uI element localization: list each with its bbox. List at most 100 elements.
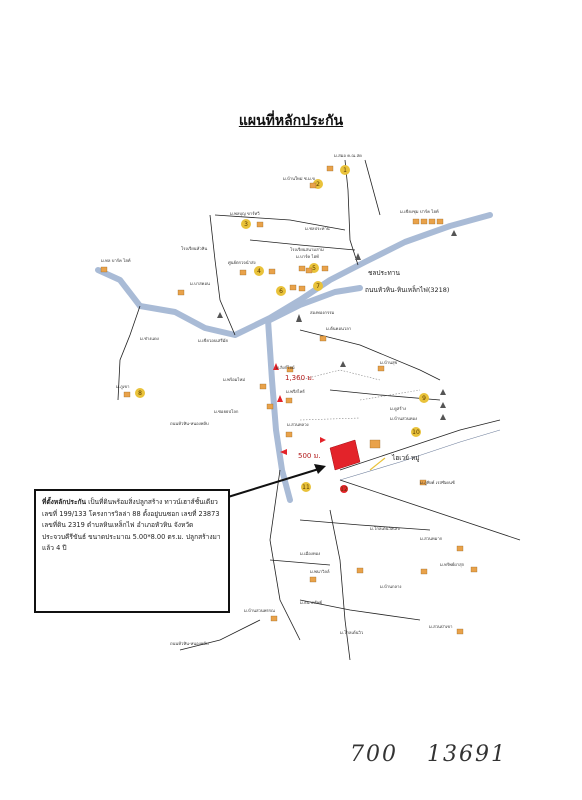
svg-text:ถนนหัวหิน-หนองพลับ: ถนนหัวหิน-หนองพลับ	[170, 421, 209, 426]
main-road-east	[137, 212, 493, 338]
svg-text:ม.พร้อมไหม่: ม.พร้อมไหม่	[223, 376, 245, 382]
svg-text:9: 9	[422, 395, 426, 402]
svg-text:โรงเรียนสนามสาม: โรงเรียนสนามสาม	[290, 247, 324, 252]
svg-text:ม.พนาวิลล์: ม.พนาวิลล์	[310, 569, 330, 574]
svg-text:ม.ทล บาร์ค ไฮท์: ม.ทล บาร์ค ไฮท์	[101, 257, 131, 263]
road-south-2	[329, 509, 351, 661]
road-southeast	[339, 479, 521, 541]
route-marker	[369, 457, 386, 471]
callout-arrow	[227, 467, 323, 498]
svg-text:ม.ซอยธปโลก: ม.ซอยธปโลก	[214, 409, 239, 414]
poi-marker-6: 6	[276, 286, 286, 296]
svg-text:11: 11	[302, 484, 310, 491]
road-south-3	[299, 519, 431, 531]
distance-arrow-down	[277, 395, 283, 402]
distance-arrow-up	[273, 363, 279, 370]
handwritten-left: 700	[350, 742, 398, 767]
poi-marker-12: 12	[340, 485, 348, 493]
svg-text:ม.ดูสร้าง: ม.ดูสร้าง	[390, 406, 406, 412]
svg-text:ม.บ้านใหม่ ซ.ม.ข: ม.บ้านใหม่ ซ.ม.ข	[283, 175, 315, 181]
main-road-west	[95, 267, 143, 309]
svg-text:ถนนหัวหิน-หนองพลับ: ถนนหัวหิน-หนองพลับ	[170, 641, 209, 646]
poi-marker-10: 10	[411, 427, 421, 437]
distance-label-1360: 1,360 ม.	[285, 374, 314, 382]
boundary-north	[364, 159, 381, 216]
svg-text:ม.บ้านสวนทอง: ม.บ้านสวนทอง	[390, 416, 417, 421]
poi-marker-9: 9	[419, 393, 429, 403]
temple-icon-cluster	[217, 230, 457, 420]
svg-text:ศูนย์ตรวจนำส่ง: ศูนย์ตรวจนำส่ง	[228, 260, 256, 266]
road-east-long	[339, 419, 501, 471]
distance-label-500: 500 ม.	[298, 452, 320, 460]
callout-heading: ที่ตั้งหลักประกัน	[42, 498, 86, 506]
road-north-2	[209, 214, 236, 336]
road-north-3	[214, 214, 346, 231]
svg-text:ม.ภูเขา: ม.ภูเขา	[116, 384, 130, 390]
road-north-1	[344, 159, 359, 266]
road-3218	[267, 285, 363, 323]
svg-text:12: 12	[340, 486, 348, 493]
secondary-road	[265, 317, 293, 503]
road-label-3218: ถนนหัวหิน-หินเหล็กไฟ(3218)	[365, 285, 449, 294]
road-east-1	[299, 329, 441, 381]
svg-text:ม.โกลเด้นวิลเลจ: ม.โกลเด้นวิลเลจ	[370, 526, 400, 531]
svg-text:สองทองกรรม: สองทองกรรม	[310, 310, 334, 315]
road-north-4	[249, 239, 356, 251]
svg-text:ม.เขียวอบเสรีมัย: ม.เขียวอบเสรีมัย	[198, 338, 228, 343]
poi-marker-3: 3	[241, 219, 251, 229]
distance-arrow-right	[320, 437, 326, 443]
local-road-dotted-2	[299, 417, 361, 421]
svg-text:ม.สมอ ค.ณ.สด: ม.สมอ ค.ณ.สด	[334, 153, 362, 158]
svg-text:โรงเรียนหัวหิน: โรงเรียนหัวหิน	[181, 246, 207, 251]
handwritten-right: 13691	[427, 742, 507, 767]
svg-text:ม.โกลเด้นวิว: ม.โกลเด้นวิว	[340, 630, 364, 635]
svg-text:6: 6	[279, 288, 283, 295]
point-label: ไฮเวย์ หมู่	[391, 454, 420, 462]
collateral-callout-box: ที่ตั้งหลักประกัน เป็นที่ดินพร้อมสิ่งปลู…	[34, 489, 230, 613]
svg-text:ม.บ้านสวนพรรณ: ม.บ้านสวนพรรณ	[244, 608, 275, 613]
svg-text:ม.ช่างแดง: ม.ช่างแดง	[140, 336, 159, 341]
svg-text:ม.สวนป่าเขา: ม.สวนป่าเขา	[429, 624, 453, 629]
callout-body: เป็นที่ดินพร้อมสิ่งปลูกสร้าง ทาวน์เฮาส์ช…	[42, 498, 221, 552]
poi-marker-4: 4	[254, 266, 264, 276]
map-title: แผนที่หลักประกัน	[238, 113, 344, 129]
svg-text:ม.บ้านกลาง: ม.บ้านกลาง	[380, 584, 401, 589]
map-labels: ม.สมอ ค.ณ.สด ม.บ้านใหม่ ซ.ม.ข ม.พลบุญ ขา…	[101, 153, 465, 646]
road-south-5	[299, 599, 421, 621]
svg-text:4: 4	[257, 268, 261, 275]
distance-arrow-left	[280, 449, 287, 455]
area-label: ชลประทาน	[368, 269, 400, 277]
svg-text:ม.เมืองทอง: ม.เมืองทอง	[300, 551, 320, 556]
svg-text:ม.ลิงก์ไฮม์: ม.ลิงก์ไฮม์	[276, 364, 295, 370]
svg-text:ม.บาสคอน: ม.บาสคอน	[190, 281, 210, 286]
svg-text:ม.สวนหลวง: ม.สวนหลวง	[287, 422, 309, 427]
poi-marker-11: 11	[301, 482, 311, 492]
road-southwest	[179, 619, 261, 651]
svg-text:10: 10	[412, 429, 420, 436]
road-south-4	[269, 559, 331, 566]
svg-text:ม.ภูพิงค์ เรสซิเดนซ์: ม.ภูพิงค์ เรสซิเดนซ์	[420, 480, 455, 486]
road-west-1	[117, 305, 141, 401]
svg-text:ม.บ้านสุข: ม.บ้านสุข	[380, 360, 398, 366]
poi-marker-7: 7	[313, 281, 323, 291]
svg-text:ม.ต้นคอนวลา: ม.ต้นคอนวลา	[326, 326, 351, 331]
svg-text:7: 7	[316, 283, 320, 290]
svg-text:ม.บาร์ค ไฮท์: ม.บาร์ค ไฮท์	[296, 253, 319, 259]
svg-text:5: 5	[312, 265, 316, 272]
handwritten-number: 700 13691	[350, 742, 527, 767]
target-parcel-icon	[329, 439, 361, 471]
local-road-dotted-3	[359, 389, 421, 401]
poi-marker-1: 1	[340, 165, 350, 175]
svg-text:ม.ชลประทาน: ม.ชลประทาน	[305, 226, 330, 231]
road-south-1	[269, 469, 301, 641]
callout-arrowhead	[314, 464, 326, 474]
svg-text:ม.เขียงชุม ปาร์ค ไฮท์: ม.เขียงชุม ปาร์ค ไฮท์	[400, 208, 439, 215]
svg-text:3: 3	[244, 221, 248, 228]
svg-text:ม.พรีสไพร์: ม.พรีสไพร์	[286, 388, 306, 394]
svg-text:ม.พลบุญ ขาร์ทวี: ม.พลบุญ ขาร์ทวี	[230, 211, 260, 217]
svg-text:ม.ธนาทรัพย์: ม.ธนาทรัพย์	[300, 600, 323, 605]
svg-text:1: 1	[343, 167, 347, 174]
house-icon-cluster	[100, 165, 478, 635]
road-east-edge	[339, 429, 501, 481]
